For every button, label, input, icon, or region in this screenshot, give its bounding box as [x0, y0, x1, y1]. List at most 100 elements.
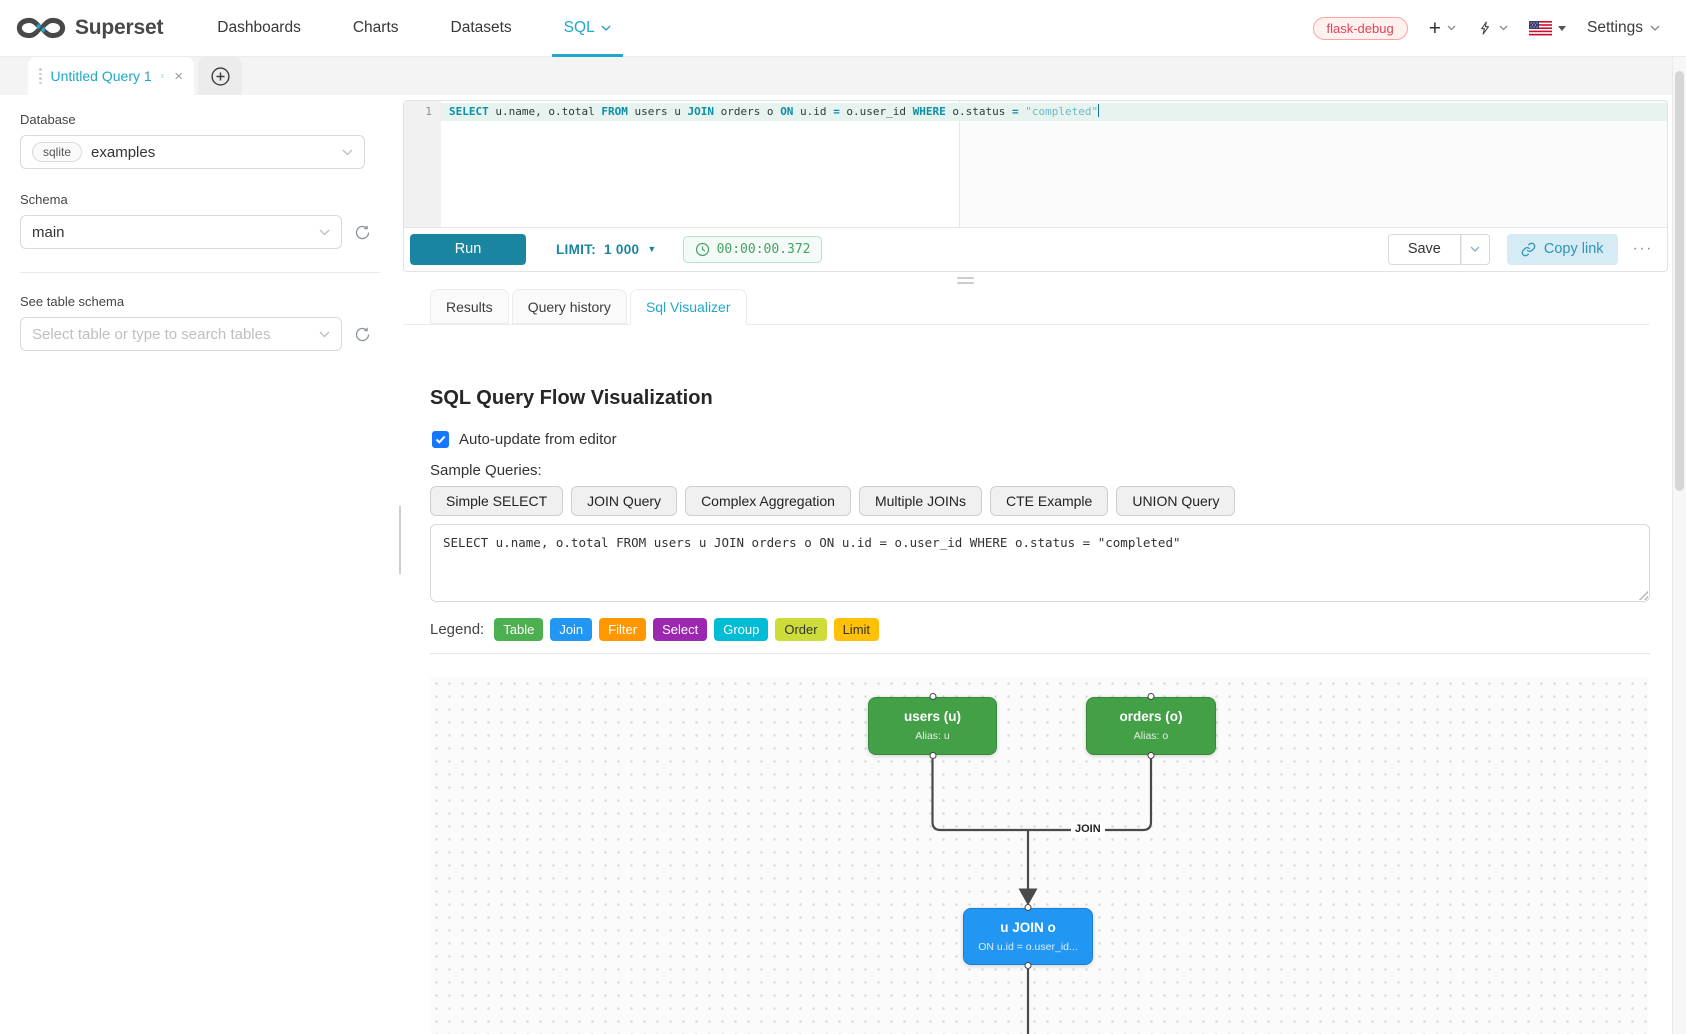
timer-value: 00:00:00.372 — [716, 241, 811, 257]
legend-row: Legend: Table Join Filter Select Group O… — [430, 618, 880, 641]
settings-menu[interactable]: Settings — [1587, 19, 1660, 37]
chevron-down-icon — [1470, 246, 1480, 252]
ace-editor[interactable]: 1 SELECT u.name, o.total FROM users u JO… — [404, 101, 1667, 228]
nav-charts[interactable]: Charts — [352, 19, 399, 36]
edge-label-join: JOIN — [1071, 822, 1105, 836]
environment-badge: flask-debug — [1312, 16, 1408, 40]
sample-cte-example-button[interactable]: CTE Example — [989, 486, 1109, 516]
limit-dropdown[interactable]: LIMIT: 1 000 ▼ — [556, 242, 657, 257]
textarea-resize-grip[interactable] — [1637, 589, 1648, 600]
auto-update-checkbox[interactable] — [432, 431, 449, 448]
print-margin-line — [959, 101, 960, 227]
scrollbar-thumb[interactable] — [1675, 71, 1684, 491]
nav-sql[interactable]: SQL — [538, 0, 637, 57]
tabs-divider — [403, 324, 1650, 325]
legend-label: Legend: — [430, 621, 485, 638]
query-flow-canvas[interactable]: JOIN users (u) Alias: u orders (o) Alias… — [430, 677, 1648, 1034]
node-join[interactable]: u JOIN o ON u.id = o.user_id... — [963, 904, 1093, 969]
close-tab-icon[interactable]: × — [174, 67, 183, 85]
nav-right-cluster: flask-debug + — [1312, 16, 1661, 40]
us-flag-icon — [1528, 20, 1552, 36]
sidebar-resize-handle[interactable] — [399, 506, 401, 574]
schema-select[interactable]: main — [20, 215, 342, 249]
sample-join-query-button[interactable]: JOIN Query — [571, 486, 678, 516]
run-button[interactable]: Run — [410, 233, 526, 265]
chevron-down-icon — [342, 149, 353, 156]
connection-port[interactable] — [1024, 904, 1032, 911]
chevron-down-icon — [1650, 25, 1660, 31]
visualizer-query-input[interactable]: SELECT u.name, o.total FROM users u JOIN… — [430, 524, 1650, 602]
query-search-button[interactable] — [1477, 19, 1508, 37]
nav-datasets[interactable]: Datasets — [450, 19, 512, 36]
plus-icon: + — [1428, 16, 1441, 40]
sample-queries-label: Sample Queries: — [430, 462, 542, 479]
table-select[interactable]: Select table or type to search tables — [20, 317, 342, 351]
connection-port[interactable] — [1024, 962, 1032, 969]
sample-complex-aggregation-button[interactable]: Complex Aggregation — [685, 486, 851, 516]
table-schema-label: See table schema — [20, 294, 125, 309]
save-split-button: Save — [1387, 233, 1490, 265]
database-select[interactable]: sqlite examples — [20, 135, 365, 169]
tab-drag-handle[interactable] — [39, 68, 42, 84]
query-timer: 00:00:00.372 — [682, 235, 823, 263]
sample-union-query-button[interactable]: UNION Query — [1116, 486, 1236, 516]
check-circle-icon — [160, 74, 165, 78]
sql-lab-sidebar: Database sqlite examples Schema main — [0, 95, 400, 1034]
database-value: examples — [91, 143, 156, 161]
chevron-down-icon — [601, 25, 611, 31]
database-label: Database — [20, 112, 76, 127]
chevron-down-icon — [319, 331, 330, 338]
result-tabs: Results Query history Sql Visualizer — [430, 289, 747, 325]
lightning-icon — [1481, 21, 1489, 35]
save-button[interactable]: Save — [1387, 233, 1461, 265]
tab-results[interactable]: Results — [430, 289, 509, 324]
node-orders-table[interactable]: orders (o) Alias: o — [1086, 693, 1216, 759]
text-cursor — [1098, 104, 1100, 117]
connection-port[interactable] — [1147, 693, 1155, 700]
table-select-placeholder: Select table or type to search tables — [32, 325, 271, 343]
save-dropdown-button[interactable] — [1460, 233, 1490, 265]
plus-circle-icon — [210, 66, 230, 86]
pane-resize-handle[interactable] — [957, 277, 974, 287]
clock-icon — [695, 242, 709, 256]
db-engine-badge: sqlite — [32, 142, 83, 162]
connection-port[interactable] — [1147, 752, 1155, 759]
limit-label: LIMIT: — [556, 241, 597, 257]
sample-query-buttons: Simple SELECT JOIN Query Complex Aggrega… — [430, 486, 1236, 516]
sidebar-divider — [20, 272, 380, 273]
tab-query-history[interactable]: Query history — [511, 289, 627, 324]
main-nav: Dashboards Charts Datasets SQL — [191, 0, 636, 57]
add-query-tab-button[interactable] — [198, 57, 242, 95]
line-number: 1 — [425, 105, 432, 118]
connection-port[interactable] — [929, 752, 936, 759]
sample-simple-select-button[interactable]: Simple SELECT — [430, 486, 564, 516]
nav-dashboards[interactable]: Dashboards — [217, 19, 301, 36]
refresh-tables-icon[interactable] — [354, 326, 371, 343]
schema-label: Schema — [20, 192, 68, 207]
legend-chip-join: Join — [550, 618, 593, 641]
copy-link-button[interactable]: Copy link — [1506, 233, 1618, 265]
sample-multiple-joins-button[interactable]: Multiple JOINs — [858, 486, 982, 516]
refresh-schemas-icon[interactable] — [354, 224, 371, 241]
superset-logo-icon — [16, 14, 66, 42]
auto-update-row[interactable]: Auto-update from editor — [432, 431, 617, 448]
connection-port[interactable] — [929, 693, 936, 700]
query-tab-title: Untitled Query 1 — [50, 68, 152, 84]
page-scrollbar[interactable] — [1672, 57, 1686, 1034]
tab-sql-visualizer[interactable]: Sql Visualizer — [629, 289, 747, 325]
editor-toolbar: Run LIMIT: 1 000 ▼ 00:00:00.372 Save — [404, 227, 1667, 271]
node-users-table[interactable]: users (u) Alias: u — [868, 693, 997, 759]
query-tab-untitled[interactable]: Untitled Query 1 × — [28, 57, 194, 95]
diagram-edges — [931, 759, 1153, 1034]
legend-chip-table: Table — [494, 618, 544, 641]
content-divider — [430, 653, 1650, 654]
superset-brand[interactable]: Superset — [16, 14, 163, 42]
visualizer-title: SQL Query Flow Visualization — [430, 387, 713, 409]
more-menu-icon[interactable]: ··· — [1632, 240, 1653, 257]
language-picker[interactable] — [1528, 20, 1566, 36]
legend-chip-order: Order — [775, 618, 827, 641]
caret-down-icon — [1557, 25, 1566, 31]
new-item-button[interactable]: + — [1429, 18, 1456, 39]
legend-chip-group: Group — [714, 618, 769, 641]
